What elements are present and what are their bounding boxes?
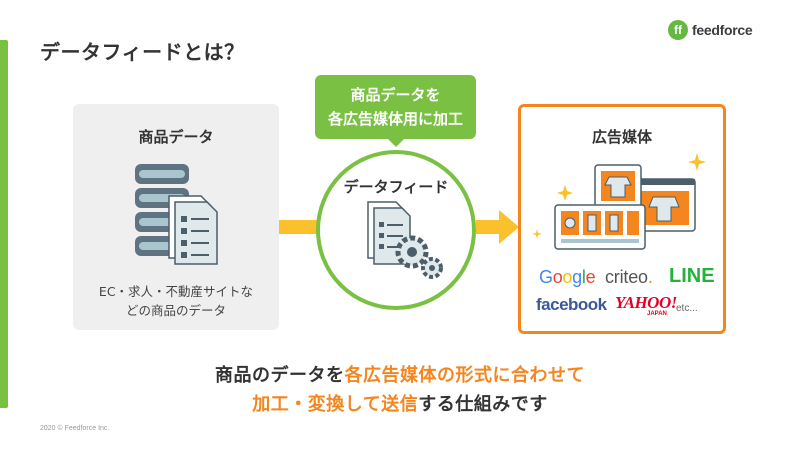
yahoo-japan-logo: YAHOO! bbox=[615, 293, 677, 312]
data-feed-circle: データフィード bbox=[316, 150, 476, 310]
product-data-caption: EC・求人・不動産サイトな どの商品のデータ bbox=[83, 282, 269, 320]
arrow-left-shaft bbox=[279, 220, 319, 234]
logo-text: feedforce bbox=[692, 22, 753, 38]
summary-text: 商品のデータを bbox=[215, 365, 345, 386]
bubble-line-2: 各広告媒体用に加工 bbox=[327, 110, 463, 128]
feedforce-logo: ff feedforce bbox=[668, 20, 753, 40]
data-feed-heading: データフィード bbox=[343, 178, 449, 196]
ad-screen-illustration bbox=[532, 153, 706, 250]
product-data-panel: 商品データ EC・求人・不動産サイトな どの商品のデータ bbox=[73, 104, 279, 330]
database-document-illustration bbox=[135, 164, 218, 265]
caption-line-2: どの商品のデータ bbox=[125, 303, 226, 318]
gear-icon bbox=[395, 235, 443, 279]
ad-media-heading: 広告媒体 bbox=[591, 128, 652, 146]
criteo-logo: criteo. bbox=[605, 267, 653, 287]
sparkle-icon bbox=[532, 153, 706, 239]
page-title: データフィードとは？ bbox=[40, 40, 245, 64]
summary-highlight: 加工・変換して送信 bbox=[252, 394, 419, 415]
bubble-line-1: 商品データを bbox=[350, 86, 441, 104]
facebook-logo: facebook bbox=[536, 295, 607, 314]
ad-screen-icon bbox=[554, 164, 696, 250]
arrow-right-shaft bbox=[476, 220, 502, 234]
line-logo: LINE bbox=[669, 265, 715, 287]
bubble-tail bbox=[387, 138, 405, 147]
ad-media-panel: 広告媒体 Google criteo. LINE facebook bbox=[518, 104, 726, 334]
summary-text: する仕組みです bbox=[418, 394, 548, 415]
yahoo-japan-sublabel: JAPAN bbox=[647, 311, 667, 317]
logo-mark: ff bbox=[668, 20, 688, 40]
accent-bar bbox=[0, 40, 8, 408]
etc-label: etc... bbox=[676, 303, 698, 314]
processing-bubble: 商品データを 各広告媒体用に加工 bbox=[315, 75, 476, 139]
google-logo: Google bbox=[539, 267, 596, 287]
summary-highlight: 各広告媒体の形式に合わせて bbox=[344, 365, 585, 386]
copyright: 2020 © Feedforce Inc. bbox=[40, 425, 110, 432]
document-icon bbox=[168, 195, 218, 265]
arrow-right-head bbox=[499, 210, 519, 244]
product-data-heading: 商品データ bbox=[138, 128, 214, 146]
summary-line-1: 商品のデータを各広告媒体の形式に合わせて bbox=[0, 361, 800, 387]
summary-line-2: 加工・変換して送信する仕組みです bbox=[0, 390, 800, 416]
feed-gear-illustration bbox=[367, 201, 443, 279]
caption-line-1: EC・求人・不動産サイトな bbox=[98, 284, 254, 299]
